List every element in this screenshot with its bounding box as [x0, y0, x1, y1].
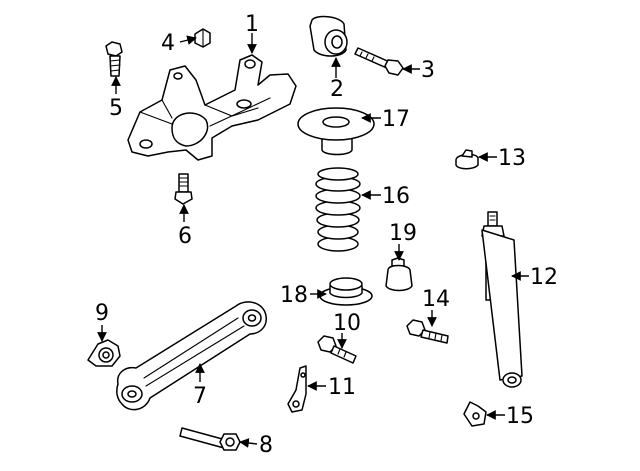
callout-9: 9	[95, 301, 109, 326]
part-spring-seat-17	[297, 107, 375, 156]
part-shock-absorber-12	[481, 211, 523, 388]
callout-13: 13	[498, 146, 526, 171]
callout-17: 17	[382, 107, 410, 132]
part-bolt-5	[105, 41, 123, 77]
callout-5: 5	[109, 96, 123, 121]
part-bolt-8	[179, 427, 241, 451]
callout-10: 10	[333, 311, 361, 336]
callout-16: 16	[382, 184, 410, 209]
callout-1: 1	[245, 12, 259, 37]
part-bracket-15	[463, 401, 487, 427]
part-nut-4	[194, 28, 211, 48]
leader-arrows	[97, 33, 529, 448]
callout-8: 8	[259, 433, 273, 458]
callout-19: 19	[389, 221, 417, 246]
part-bump-stop-19	[385, 257, 413, 292]
callout-18: 18	[280, 283, 308, 308]
part-coil-spring-16	[315, 167, 361, 252]
part-mount-13	[455, 149, 479, 170]
part-bolt-3	[354, 47, 404, 76]
part-spring-seat-18	[319, 277, 373, 306]
callout-11: 11	[328, 375, 356, 400]
callout-6: 6	[178, 224, 192, 249]
callout-14: 14	[422, 287, 450, 312]
callout-7: 7	[193, 384, 207, 409]
part-knuckle-1	[127, 54, 297, 161]
part-control-arm-7	[116, 301, 267, 411]
part-bracket-9	[87, 339, 121, 367]
callout-15: 15	[506, 404, 534, 429]
part-bolt-10	[317, 335, 357, 364]
part-bracket-11	[287, 365, 307, 413]
callout-4: 4	[161, 31, 175, 56]
callout-12: 12	[530, 265, 558, 290]
part-bushing-2	[309, 15, 348, 57]
part-bolt-6	[174, 173, 193, 205]
part-bolt-14	[406, 319, 449, 344]
callout-2: 2	[330, 77, 344, 102]
callout-labels: 1 2 3 4 5 6 7 8 9 10 11 12 13 14 15 16 1…	[95, 12, 558, 458]
callout-3: 3	[421, 58, 435, 83]
